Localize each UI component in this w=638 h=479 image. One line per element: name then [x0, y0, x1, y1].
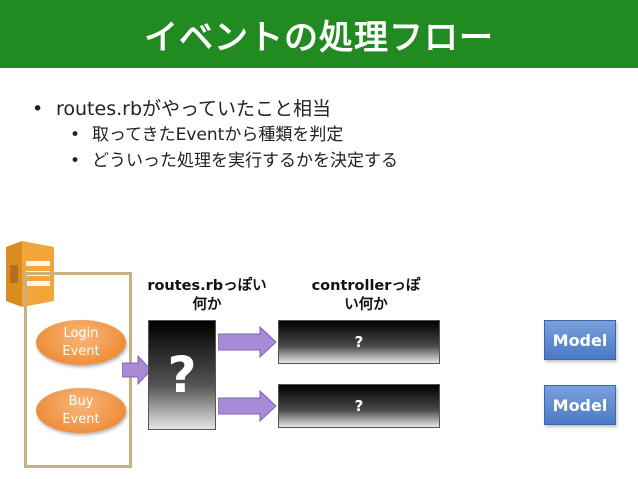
- router-box: ?: [148, 320, 216, 430]
- routes-label: routes.rbっぽい 何か: [147, 278, 267, 313]
- arrow-events-to-router: [122, 355, 152, 385]
- arrow-router-to-controller-2: [218, 390, 277, 422]
- model-box: Model: [544, 320, 616, 360]
- sub-bullet-item: どういった処理を実行するかを決定する: [32, 148, 398, 174]
- slide-title: イベントの処理フロー: [144, 17, 494, 58]
- title-bar: イベントの処理フロー: [0, 0, 638, 68]
- bullet-item: routes.rbがやっていたこと相当: [32, 96, 398, 122]
- arrow-router-to-controller-1: [218, 326, 277, 358]
- event-queue-container: [24, 272, 132, 468]
- bullet-list: routes.rbがやっていたこと相当 取ってきたEventから種類を判定 どう…: [32, 96, 398, 174]
- bullet-text: routes.rbがやっていたこと相当: [56, 98, 332, 120]
- controller-label: controllerっぽ い何か: [311, 278, 421, 313]
- sub-bullet-text: どういった処理を実行するかを決定する: [92, 151, 398, 171]
- model-box: Model: [544, 385, 616, 425]
- controller-box: ?: [278, 320, 440, 364]
- controller-box: ?: [278, 384, 440, 428]
- router-question: ?: [167, 346, 197, 404]
- sub-bullet-item: 取ってきたEventから種類を判定: [32, 122, 398, 148]
- sub-bullet-text: 取ってきたEventから種類を判定: [92, 125, 344, 145]
